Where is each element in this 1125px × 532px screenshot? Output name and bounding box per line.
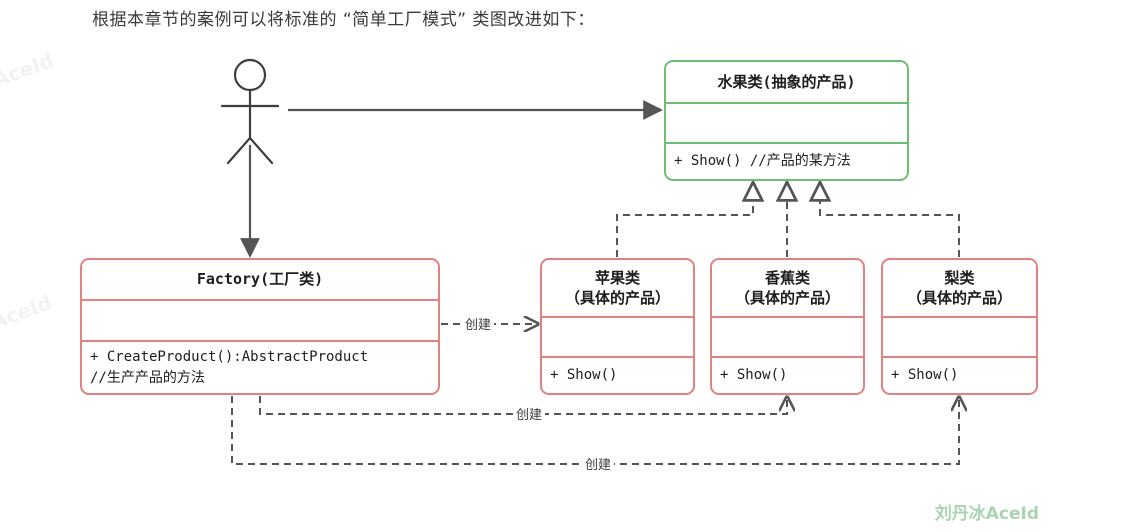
method-line: + Show() //产品的某方法: [674, 153, 851, 170]
method-line: + CreateProduct():AbstractProduct: [90, 349, 369, 366]
class-box-banana[interactable]: 香蕉类 （具体的产品） + Show(): [710, 258, 865, 395]
actor-leg-right: [248, 136, 274, 165]
class-title-abstract-product: 水果类(抽象的产品): [666, 62, 907, 104]
class-title-banana: 香蕉类 （具体的产品）: [712, 260, 863, 318]
class-title-line1: 苹果类: [594, 268, 640, 287]
class-box-pear[interactable]: 梨类 （具体的产品） + Show(): [881, 258, 1038, 395]
actor-stick-figure: [220, 58, 280, 165]
class-title-line2: （具体的产品）: [906, 289, 1012, 307]
class-attributes-banana: [712, 318, 863, 358]
class-box-apple[interactable]: 苹果类 （具体的产品） + Show(): [540, 258, 695, 395]
class-title-line2: （具体的产品）: [734, 289, 840, 307]
actor-leg-left: [226, 136, 252, 165]
class-methods-apple: + Show(): [542, 358, 693, 393]
method-line: + Show(): [550, 367, 618, 384]
actor-head: [233, 58, 267, 92]
class-title-line1: 香蕉类: [764, 268, 810, 287]
class-methods-abstract-product: + Show() //产品的某方法: [666, 144, 907, 179]
class-title-line1: 梨类: [944, 268, 975, 287]
class-title-line1: 水果类(抽象的产品): [717, 72, 856, 91]
class-title-line1: Factory(工厂类): [196, 270, 324, 289]
edge-label-create-pear: 创建: [582, 454, 615, 473]
class-title-pear: 梨类 （具体的产品）: [883, 260, 1036, 318]
class-title-line2: （具体的产品）: [564, 289, 670, 307]
class-attributes-apple: [542, 318, 693, 358]
class-box-factory[interactable]: Factory(工厂类) + CreateProduct():AbstractP…: [80, 258, 440, 395]
edge-label-create-banana: 创建: [513, 404, 546, 423]
method-comment-line: //生产产品的方法: [90, 369, 205, 386]
class-attributes-factory: [82, 301, 438, 342]
class-methods-pear: + Show(): [883, 358, 1036, 393]
class-attributes-pear: [883, 318, 1036, 358]
edge-apple-realizes-abstract: [616, 182, 753, 257]
edge-label-create-apple: 创建: [462, 314, 495, 333]
class-title-apple: 苹果类 （具体的产品）: [542, 260, 693, 318]
class-methods-factory: + CreateProduct():AbstractProduct //生产产品…: [82, 342, 438, 393]
edge-factory-creates-pear: [231, 396, 959, 465]
class-title-factory: Factory(工厂类): [82, 260, 438, 301]
method-line: + Show(): [720, 367, 788, 384]
watermark-brand: 刘丹冰AceId: [934, 504, 1039, 524]
class-methods-banana: + Show(): [712, 358, 863, 393]
page-title: 根据本章节的案例可以将标准的 “简单工厂模式” 类图改进如下：: [92, 10, 595, 30]
edge-pear-realizes-abstract: [820, 182, 960, 257]
class-box-abstract-product[interactable]: 水果类(抽象的产品) + Show() //产品的某方法: [664, 60, 909, 181]
method-line: + Show(): [891, 367, 959, 384]
class-attributes-abstract-product: [666, 104, 907, 144]
